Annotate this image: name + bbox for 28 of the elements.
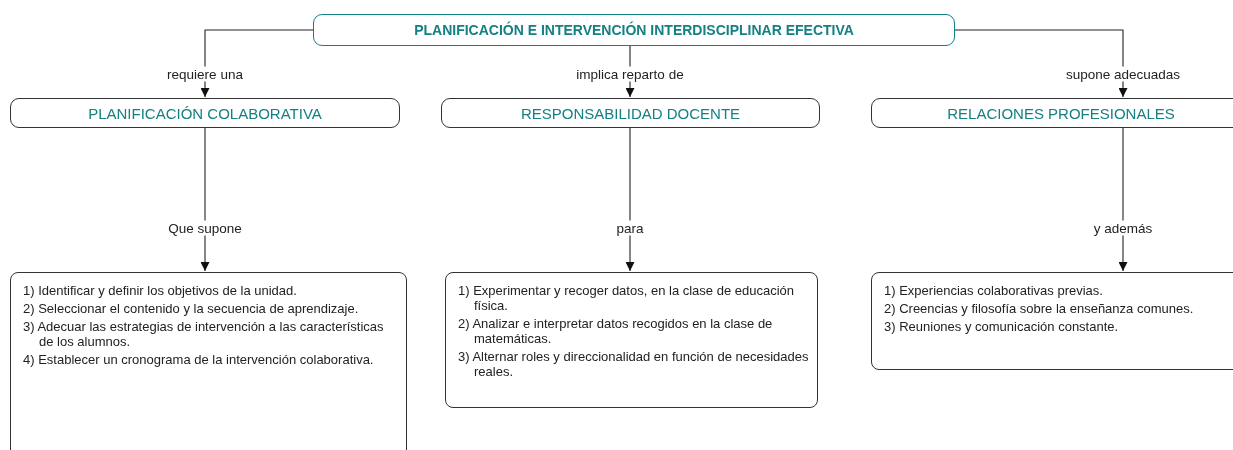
concept-box — [10, 98, 400, 128]
list-box — [445, 272, 818, 408]
arrow — [200, 29, 314, 98]
list-item: 2) Analizar e interpretar datos recogidos en la clase de matemáticas. — [458, 316, 774, 346]
edge-label: requiere una — [164, 66, 246, 82]
arrow — [954, 29, 1128, 98]
list-item: 3) Reuniones y comunicación constante. — [884, 319, 1120, 334]
list-item: 2) Seleccionar el contenido y la secuencia de aprendizaje. — [23, 301, 360, 316]
list-item: 4) Establecer un cronograma de la intervención colaborativa. — [23, 352, 375, 367]
concept-box — [871, 98, 1233, 128]
concept-title: RELACIONES PROFESIONALES — [947, 104, 1175, 122]
concept-title: RESPONSABILIDAD DOCENTE — [520, 104, 741, 122]
list-box — [871, 272, 1233, 370]
list-item: 1) Identificar y definir los objetivos de la unidad. — [23, 283, 298, 298]
list-item: 3) Alternar roles y direccionalidad en función de necesidades reales. — [458, 349, 809, 379]
list-item: 1) Experiencias colaborativas previas. — [884, 283, 1104, 298]
concept-box — [441, 98, 820, 128]
arrow — [1118, 127, 1128, 272]
list-box — [10, 272, 407, 450]
arrow — [200, 127, 210, 272]
list-item: 1) Experimentar y recoger datos, en la clase de educación física. — [458, 283, 796, 313]
list-item: 2) Creencias y filosofía sobre la enseñanza comunes. — [884, 301, 1195, 316]
concept-box — [313, 14, 955, 46]
list-item: 3) Adecuar las estrategias de intervención a las características de los alumnos. — [23, 319, 385, 349]
concept-title: PLANIFICACIÓN E INTERVENCIÓN INTERDISCIPLINAR EFECTIVA — [414, 22, 854, 38]
concept-title: PLANIFICACIÓN COLABORATIVA — [88, 104, 322, 122]
edge-label: Que supone — [165, 220, 245, 236]
arrow — [625, 127, 635, 272]
